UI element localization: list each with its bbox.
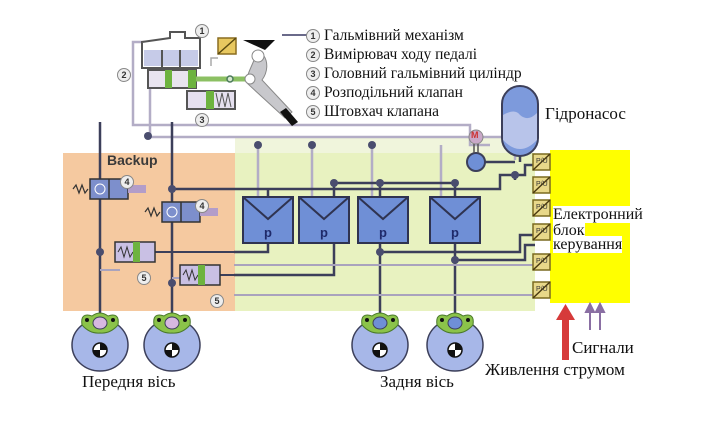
callout-5b: 5 [210,294,224,308]
callout-4a: 4 [120,175,134,189]
legend-item: 1 Гальмівний механізм [306,26,522,45]
reservoir [141,31,201,69]
callout-3: 3 [195,113,209,127]
pressure-modulator: p [298,196,350,244]
ecu-label-3: керування [553,236,623,253]
accumulator [501,85,539,162]
pressure-modulator: p [357,196,409,244]
signal-arrows [584,301,606,330]
brake-pedal [243,32,318,126]
legend-number-badge: 4 [306,85,320,100]
distribution-valve [144,201,218,223]
motor-label: M [471,130,479,140]
master-cylinder [186,90,236,110]
legend-item: 2 Вимірювач ходу педалі [306,45,522,64]
su-sensor [210,37,237,66]
callout-4b: 4 [195,199,209,213]
wheel-brake [426,312,484,372]
pedal-travel-sensor [147,69,248,89]
callout-2: 2 [117,68,131,82]
pu-sensor: P/U [532,223,551,241]
legend-number-badge: 2 [306,47,320,62]
callout-1: 1 [195,24,209,38]
pu-sensor: P/U [532,153,551,171]
ecu-label-2: блок [553,222,585,239]
legend-text: Штовхач клапана [324,103,440,120]
legend-text: Головний гальмівний циліндр [324,65,522,82]
pu-sensor-label: P/U [536,228,548,235]
modulator-label: p [451,225,459,240]
ecu-label-1: Електронний [553,206,643,223]
wheel-brake [71,312,129,372]
pu-sensor-label: P/U [536,181,548,188]
pu-sensor-label: P/U [536,258,548,265]
legend-number-badge: 1 [306,28,320,43]
modulator-label: p [264,225,272,240]
legend-item: 3 Головний гальмівний циліндр [306,64,522,83]
pressure-modulator: p [429,196,481,244]
front-axle-label: Передня вісь [82,372,176,391]
legend-text: Вимірювач ходу педалі [324,46,478,63]
legend-number-badge: 5 [306,104,320,119]
rear-axle-label: Задня вісь [380,372,454,391]
pressure-modulator: p [242,196,294,244]
distribution-valve [72,178,146,200]
wheel-brake [143,312,201,372]
modulator-label: p [379,225,387,240]
legend-item: 5 Штовхач клапана [306,102,522,121]
legend-number-badge: 3 [306,66,320,81]
pump-label: Гідронасос [545,104,626,123]
legend-item: 4 Розподільний клапан [306,83,522,102]
signals-label: Сигнали [572,338,634,357]
backup-label: Backup [107,152,158,168]
hydraulic-lines [98,122,535,325]
valve-plunger [179,264,221,286]
power-label: Живлення струмом [485,360,625,379]
pu-sensor: P/U [532,199,551,217]
wheel-brake [351,312,409,372]
legend: 1 Гальмівний механізм 2 Вимірювач ходу педа… [306,26,522,121]
motor-pump [466,129,515,172]
legend-text: Розподільний клапан [324,84,463,101]
callout-5a: 5 [137,271,151,285]
legend-text: Гальмівний механізм [324,27,464,44]
valve-plunger [114,241,156,263]
pu-sensor-label: P/U [536,286,548,293]
pu-sensor-label: P/U [536,204,548,211]
pu-sensor: P/U [532,176,551,194]
modulator-label: p [320,225,328,240]
backup-zone [63,153,235,311]
pu-sensor: P/U [532,281,551,299]
pu-sensor-label: P/U [536,158,548,165]
junctions [96,132,519,287]
pu-sensor: P/U [532,253,551,271]
power-arrow [556,304,575,360]
